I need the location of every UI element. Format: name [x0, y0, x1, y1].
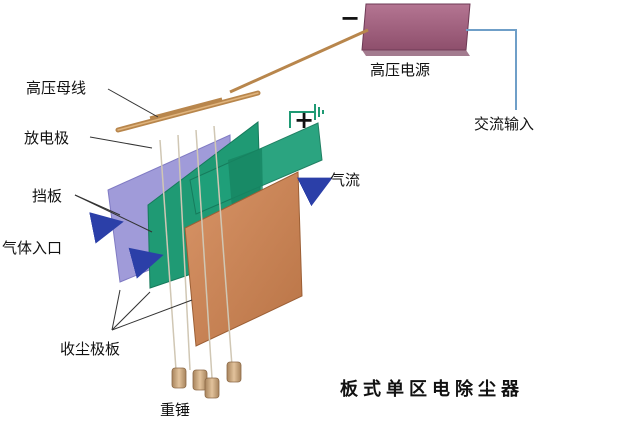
- diagram-title: 板式单区电除尘器: [340, 378, 524, 400]
- baffle-label: 挡板: [32, 187, 62, 205]
- hv-bus-label: 高压母线: [26, 79, 86, 97]
- discharge-electrodes: [159, 125, 233, 379]
- gas-flow-label: 气流: [330, 171, 360, 189]
- collector-plate-front: [184, 171, 303, 347]
- gas-flow-arrow: [296, 177, 333, 207]
- discharge-electrode-label: 放电极: [24, 129, 69, 147]
- gas-inlet-label: 气体入口: [2, 239, 62, 257]
- collector-plates-label: 收尘极板: [60, 340, 120, 358]
- gas-inlet-arrow-1: [89, 212, 124, 244]
- weights: [171, 361, 242, 399]
- power-supply-label: 高压电源: [370, 61, 430, 79]
- ground-terminal: [289, 104, 324, 128]
- power-supply: [361, 3, 471, 56]
- ac-input-label: 交流输入: [474, 115, 534, 133]
- leader-lines: [74, 88, 193, 331]
- gas-inlet-arrow-2: [128, 247, 164, 279]
- supply-wire: [229, 28, 369, 94]
- ac-input-wire: [466, 29, 517, 110]
- weights-label: 重锤: [160, 401, 190, 419]
- negative-terminal: −: [340, 4, 360, 32]
- hv-bus: [115, 90, 261, 133]
